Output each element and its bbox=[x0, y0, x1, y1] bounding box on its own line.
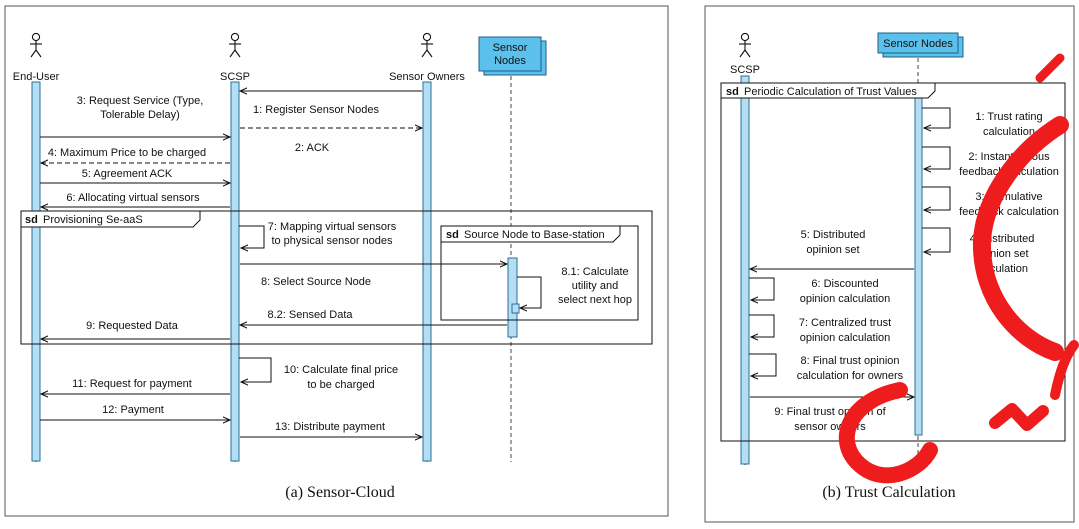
actor-sensor-owners: Sensor Owners bbox=[389, 71, 465, 83]
frame-provisioning bbox=[20, 210, 653, 345]
caption-a: (a) Sensor-Cloud bbox=[285, 484, 394, 501]
msg-b8-label-line2: calculation for owners bbox=[797, 370, 904, 382]
panel-a: End-User SCSP Sensor Owners Sensor Nodes… bbox=[4, 5, 669, 517]
actor-scsp-b: SCSP bbox=[730, 64, 760, 76]
panel-a-border bbox=[4, 5, 669, 517]
watermark-stroke-3 bbox=[838, 382, 938, 484]
activation-sensor-nodes-nested bbox=[511, 303, 520, 314]
msg-b3-label-line2: feedback calculation bbox=[959, 206, 1059, 218]
activation-sensor-nodes bbox=[507, 257, 518, 338]
msg-8-1-label-line1: 8.1: Calculate bbox=[561, 266, 628, 278]
msg-10-self-arrow bbox=[239, 357, 272, 382]
activation-sensor-owners bbox=[422, 81, 432, 462]
msg-8-1-label-line3: select next hop bbox=[558, 294, 632, 306]
caption-b: (b) Trust Calculation bbox=[822, 484, 955, 501]
msg-b7-label-line1: 7: Centralized trust bbox=[799, 317, 891, 329]
msg-b3-self-arrow bbox=[922, 186, 951, 210]
msg-12-label: 12: Payment bbox=[102, 404, 164, 416]
frame-periodic-sd: sd bbox=[726, 86, 739, 98]
msg-2-label: 2: ACK bbox=[295, 142, 330, 154]
msg-8-2-label: 8.2: Sensed Data bbox=[267, 309, 353, 321]
msg-11-label: 11: Request for payment bbox=[72, 378, 192, 390]
msg-9-label: 9: Requested Data bbox=[86, 320, 179, 332]
msg-5-label: 5: Agreement ACK bbox=[82, 168, 173, 180]
frame-source-sd: sd bbox=[446, 229, 459, 241]
frame-periodic-tab bbox=[720, 82, 936, 99]
msg-b5-label-line1: 5: Distributed bbox=[801, 229, 866, 241]
msg-b4-self-arrow bbox=[922, 227, 951, 252]
msg-b6-label-line2: opinion calculation bbox=[800, 293, 891, 305]
frame-source-node-tab bbox=[440, 225, 621, 243]
actor-end-user: End-User bbox=[13, 71, 60, 83]
msg-b1-label-line1: 1: Trust rating bbox=[975, 111, 1042, 123]
watermark-stroke-5 bbox=[1050, 340, 1079, 400]
msg-b2-self-arrow bbox=[922, 146, 951, 169]
watermark-stroke-2 bbox=[972, 116, 1069, 361]
msg-1-label: 1: Register Sensor Nodes bbox=[253, 104, 379, 116]
watermark-stroke-4 bbox=[989, 403, 1049, 431]
msg-10-label-line1: 10: Calculate final price bbox=[284, 364, 398, 376]
msg-4-label: 4: Maximum Price to be charged bbox=[48, 147, 206, 159]
msg-b1-self-arrow bbox=[922, 107, 951, 128]
msg-3-label-line2: Tolerable Delay) bbox=[100, 109, 179, 121]
msg-13-label: 13: Distribute payment bbox=[275, 421, 385, 433]
msg-6-label: 6: Allocating virtual sensors bbox=[66, 192, 200, 204]
sensor-nodes-label-b: Sensor Nodes bbox=[883, 38, 953, 50]
msg-b6-self-arrow bbox=[749, 277, 775, 300]
msg-10-label-line2: to be charged bbox=[307, 379, 374, 391]
activation-sensor-nodes-b bbox=[914, 97, 923, 436]
frame-provisioning-sd: sd bbox=[25, 214, 38, 226]
frame-provisioning-tab bbox=[20, 210, 201, 228]
sensor-nodes-box bbox=[478, 36, 542, 72]
sensor-nodes-label-line1: Sensor bbox=[493, 42, 528, 54]
sensor-nodes-label-line2: Nodes bbox=[494, 55, 526, 67]
panel-b: SCSP Sensor Nodes sd Periodic Calculatio… bbox=[704, 5, 1079, 523]
msg-8-1-label-line2: utility and bbox=[572, 280, 618, 292]
msg-8-label: 8: Select Source Node bbox=[261, 276, 371, 288]
msg-8-1-self-arrow bbox=[517, 276, 542, 308]
msg-7-self-arrow bbox=[239, 225, 265, 248]
actor-scsp: SCSP bbox=[220, 71, 250, 83]
frame-periodic-title: Periodic Calculation of Trust Values bbox=[744, 86, 917, 98]
activation-end-user bbox=[31, 81, 41, 462]
frame-provisioning-title: Provisioning Se-aaS bbox=[43, 214, 143, 226]
watermark bbox=[838, 53, 1079, 484]
activation-scsp-b bbox=[740, 75, 750, 465]
msg-7-label-line1: 7: Mapping virtual sensors bbox=[268, 221, 397, 233]
msg-7-label-line2: to physical sensor nodes bbox=[271, 235, 393, 247]
msg-b8-self-arrow bbox=[749, 353, 777, 376]
activation-scsp bbox=[230, 81, 240, 462]
sensor-nodes-box-b bbox=[877, 32, 959, 54]
frame-source-title: Source Node to Base-station bbox=[464, 229, 605, 241]
watermark-stroke-1 bbox=[1035, 53, 1065, 83]
msg-b1-label-line2: calculation bbox=[983, 126, 1035, 138]
msg-b7-self-arrow bbox=[749, 314, 775, 337]
msg-3-label-line1: 3: Request Service (Type, bbox=[77, 95, 204, 107]
msg-b8-label-line1: 8: Final trust opinion bbox=[800, 355, 899, 367]
msg-b6-label-line1: 6: Discounted bbox=[811, 278, 878, 290]
msg-b7-label-line2: opinion calculation bbox=[800, 332, 891, 344]
msg-b5-label-line2: opinion set bbox=[806, 244, 859, 256]
